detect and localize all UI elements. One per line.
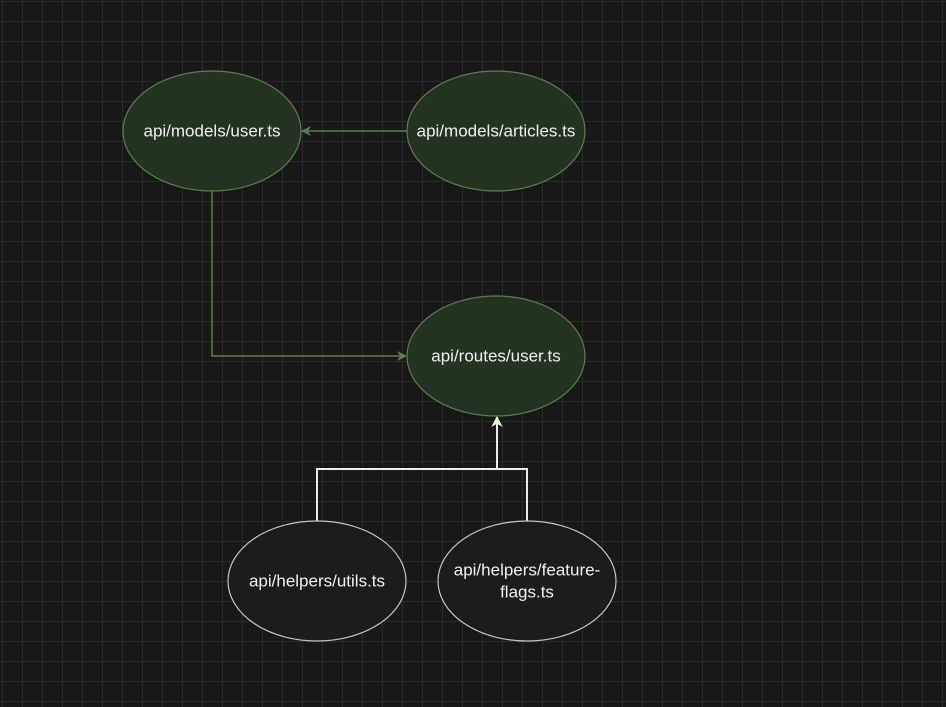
node-feature-flags-helper[interactable]: api/helpers/feature-flags.ts [437, 520, 617, 642]
edge-user-model-to-user-routes[interactable] [211, 191, 407, 361]
node-user-routes[interactable]: api/routes/user.ts [406, 295, 586, 417]
node-user-model[interactable]: api/models/user.ts [122, 70, 302, 192]
node-label-user-routes: api/routes/user.ts [431, 347, 560, 366]
node-shape-articles-model [406, 70, 586, 192]
node-shape-feature-flags-helper [437, 520, 617, 642]
node-label-articles-model: api/models/articles.ts [417, 122, 576, 141]
node-label-feature-flags-helper-line-2: flags.ts [500, 583, 554, 602]
node-shape-utils-helper [227, 520, 407, 642]
edges-layer [211, 126, 528, 521]
node-shape-user-model [122, 70, 302, 192]
node-articles-model[interactable]: api/models/articles.ts [406, 70, 586, 192]
node-utils-helper[interactable]: api/helpers/utils.ts [227, 520, 407, 642]
node-label-user-model: api/models/user.ts [143, 122, 280, 141]
node-label-feature-flags-helper-line-1: api/helpers/feature- [454, 561, 600, 580]
node-shape-user-routes [406, 295, 586, 417]
node-label-utils-helper: api/helpers/utils.ts [249, 572, 385, 591]
nodes-layer: api/models/user.ts api/models/articles.ts… [122, 70, 617, 642]
edge-feature-flags-helper-to-user-routes[interactable] [491, 415, 528, 521]
edge-utils-helper-to-user-routes[interactable] [316, 415, 503, 521]
